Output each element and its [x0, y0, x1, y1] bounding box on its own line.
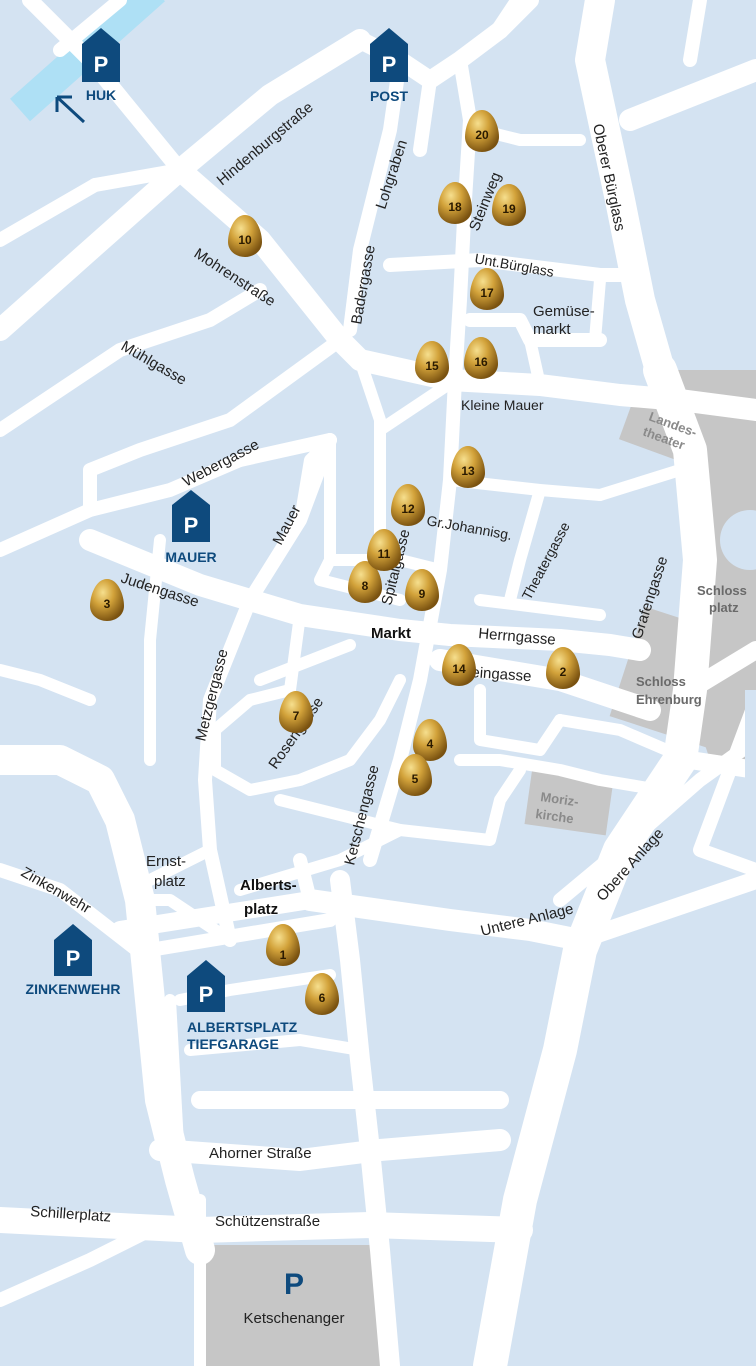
- egg-number: 11: [378, 547, 391, 561]
- label-herrngasse: Herrngasse: [478, 625, 557, 649]
- label-ernst1: Ernst-: [146, 853, 186, 870]
- parking-ketschenanger[interactable]: P Ketschenanger: [244, 1268, 345, 1327]
- parking-symbol: P: [66, 946, 81, 971]
- egg-number: 1: [280, 948, 287, 962]
- egg-marker-20[interactable]: 20: [465, 110, 499, 152]
- egg-marker-14[interactable]: 14: [442, 644, 476, 686]
- morizkirche-area: [524, 769, 614, 836]
- parking-label-albertsplatz: ALBERTSPLATZ: [187, 1019, 298, 1035]
- parking-albertsplatz[interactable]: P ALBERTSPLATZ TIEFGARAGE: [187, 960, 298, 1052]
- label-moriz1: Moriz-: [540, 789, 580, 809]
- egg-marker-15[interactable]: 15: [415, 341, 449, 383]
- egg-marker-13[interactable]: 13: [451, 446, 485, 488]
- blocks: [745, 690, 756, 840]
- egg-marker-7[interactable]: 7: [279, 691, 313, 733]
- parking-symbol: P: [284, 1268, 304, 1301]
- egg-marker-9[interactable]: 9: [405, 569, 439, 611]
- egg-number: 18: [448, 200, 462, 214]
- egg-number: 3: [104, 597, 111, 611]
- label-markt: Markt: [371, 625, 411, 642]
- egg-number: 13: [461, 464, 475, 478]
- egg-number: 4: [427, 737, 434, 751]
- egg-number: 6: [319, 991, 326, 1005]
- parking-symbol: P: [199, 982, 214, 1007]
- label-schlossplatz1: Schloss: [697, 583, 747, 598]
- egg-marker-5[interactable]: 5: [398, 754, 432, 796]
- egg-number: 10: [238, 233, 252, 247]
- egg-marker-12[interactable]: 12: [391, 484, 425, 526]
- egg-marker-3[interactable]: 3: [90, 579, 124, 621]
- egg-marker-2[interactable]: 2: [546, 647, 580, 689]
- label-moriz2: kirche: [535, 806, 575, 826]
- label-schuetzen: Schützenstraße: [215, 1213, 320, 1230]
- egg-marker-16[interactable]: 16: [464, 337, 498, 379]
- parking-symbol: P: [94, 52, 109, 77]
- egg-marker-1[interactable]: 1: [266, 924, 300, 966]
- egg-number: 2: [560, 665, 567, 679]
- label-schillerplatz: Schillerplatz: [30, 1203, 112, 1226]
- egg-number: 9: [419, 587, 426, 601]
- label-gemuese2: markt: [533, 321, 571, 338]
- parking-huk[interactable]: P HUK: [55, 28, 120, 124]
- egg-marker-6[interactable]: 6: [305, 973, 339, 1015]
- label-zinkenwehr: Zinkenwehr: [18, 864, 94, 917]
- label-ernst2: platz: [154, 873, 186, 890]
- egg-number: 17: [480, 286, 494, 300]
- label-schloss1: Schloss: [636, 674, 686, 689]
- parking-label-tiefgarage: TIEFGARAGE: [187, 1036, 279, 1052]
- egg-marker-17[interactable]: 17: [470, 268, 504, 310]
- egg-number: 19: [502, 202, 516, 216]
- parking-symbol: P: [382, 52, 397, 77]
- ketschenanger-area: [204, 1245, 384, 1366]
- parking-label-zinkenwehr: ZINKENWEHR: [26, 981, 121, 997]
- label-alberts1: Alberts-: [240, 877, 297, 894]
- egg-number: 15: [425, 359, 439, 373]
- parking-symbol: P: [184, 513, 199, 538]
- egg-number: 20: [475, 128, 489, 142]
- egg-marker-11[interactable]: 11: [367, 529, 401, 571]
- label-ahorner: Ahorner Straße: [209, 1145, 312, 1162]
- parking-label-huk: HUK: [86, 87, 116, 103]
- arrow-up-left-icon: [55, 95, 86, 124]
- parking-zinkenwehr[interactable]: P ZINKENWEHR: [26, 924, 121, 997]
- parking-label-post: POST: [370, 88, 409, 104]
- egg-number: 12: [401, 502, 415, 516]
- label-kleine-mauer: Kleine Mauer: [461, 397, 544, 413]
- label-alberts2: platz: [244, 901, 278, 918]
- egg-marker-18[interactable]: 18: [438, 182, 472, 224]
- label-schloss2: Ehrenburg: [636, 692, 702, 707]
- egg-number: 7: [293, 709, 300, 723]
- parking-mauer[interactable]: P MAUER: [165, 490, 217, 565]
- egg-markers: 1 2 3 4 5 6 7 8 9 10 11 12 13 14 15 16 1…: [90, 110, 580, 1015]
- egg-number: 5: [412, 772, 419, 786]
- label-gemuese1: Gemüse-: [533, 303, 595, 320]
- label-schlossplatz2: platz: [709, 600, 739, 615]
- parking-post[interactable]: P POST: [370, 28, 409, 104]
- egg-marker-8[interactable]: 8: [348, 561, 382, 603]
- parking-label-ketschenanger: Ketschenanger: [244, 1310, 345, 1327]
- egg-number: 14: [452, 662, 466, 676]
- egg-marker-19[interactable]: 19: [492, 184, 526, 226]
- egg-marker-4[interactable]: 4: [413, 719, 447, 761]
- egg-number: 8: [362, 579, 369, 593]
- parking-label-mauer: MAUER: [165, 549, 216, 565]
- egg-number: 16: [474, 355, 488, 369]
- egg-marker-10[interactable]: 10: [228, 215, 262, 257]
